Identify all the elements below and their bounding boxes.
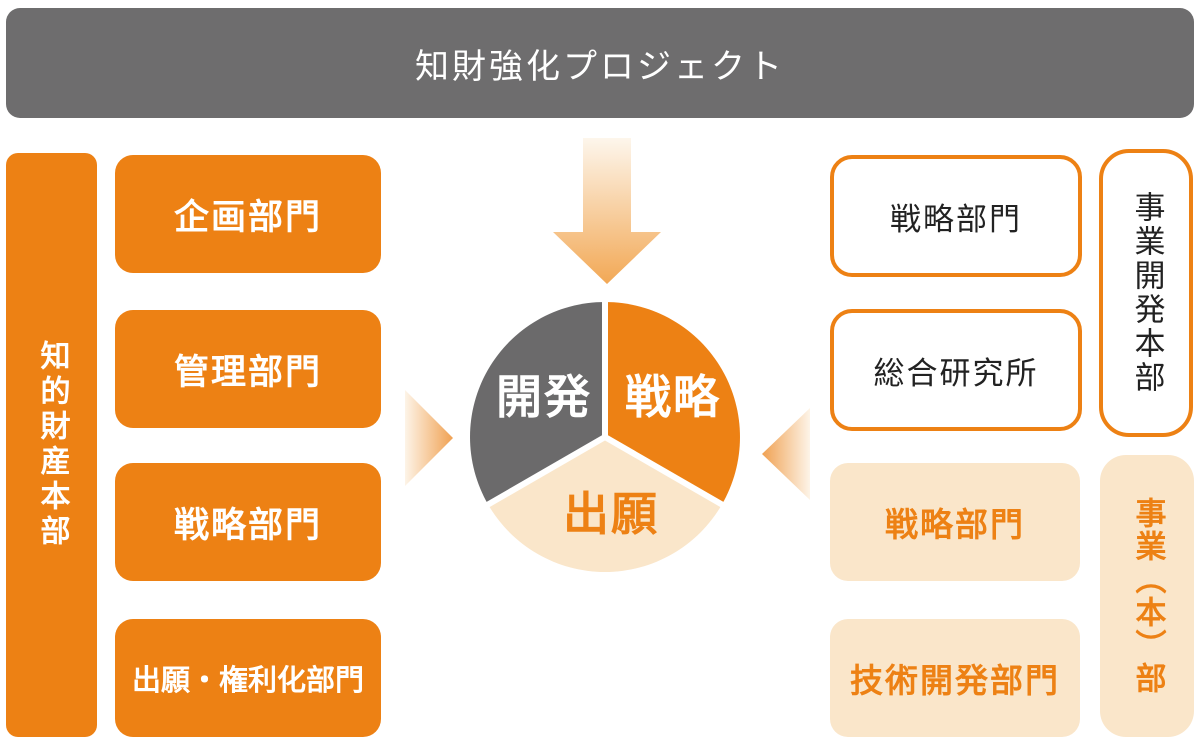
ip-dept-management: 管理部門 xyxy=(115,310,381,428)
ip-hq-label: 知的財産本部 xyxy=(34,340,70,550)
bizdev-hq-label: 事業開発本部 xyxy=(1128,191,1165,395)
bizdev-dept-strategy: 戦略部門 xyxy=(830,155,1082,277)
project-title-banner: 知財強化プロジェクト xyxy=(6,8,1194,118)
ip-dept-planning: 企画部門 xyxy=(115,155,381,273)
business-hq-bar: 事業（本）部 xyxy=(1100,455,1194,737)
pie-divider xyxy=(603,434,730,511)
ip-dept-strategy: 戦略部門 xyxy=(115,463,381,581)
arrow-down-icon xyxy=(553,138,661,284)
bizdev-hq-bar: 事業開発本部 xyxy=(1099,149,1193,437)
pie-label-strategy: 戦略 xyxy=(625,370,721,424)
business-dept-tech-development: 技術開発部門 xyxy=(830,619,1080,737)
arrow-left-icon xyxy=(762,408,810,500)
bizdev-dept-research-institute: 総合研究所 xyxy=(830,309,1082,431)
project-title: 知財強化プロジェクト xyxy=(415,46,785,87)
cycle-pie xyxy=(470,295,740,572)
ip-hq-bar: 知的財産本部 xyxy=(6,153,97,737)
pie-divider xyxy=(480,434,607,511)
pie-segment-application xyxy=(488,437,722,572)
pie-label-development: 開発 xyxy=(496,370,592,424)
ip-dept-filing-rights: 出願・権利化部門 xyxy=(115,619,381,737)
business-dept-strategy: 戦略部門 xyxy=(830,463,1080,581)
arrow-right-icon xyxy=(405,390,453,486)
pie-label-application: 出願 xyxy=(563,487,659,541)
business-hq-label: 事業（本）部 xyxy=(1129,497,1166,695)
